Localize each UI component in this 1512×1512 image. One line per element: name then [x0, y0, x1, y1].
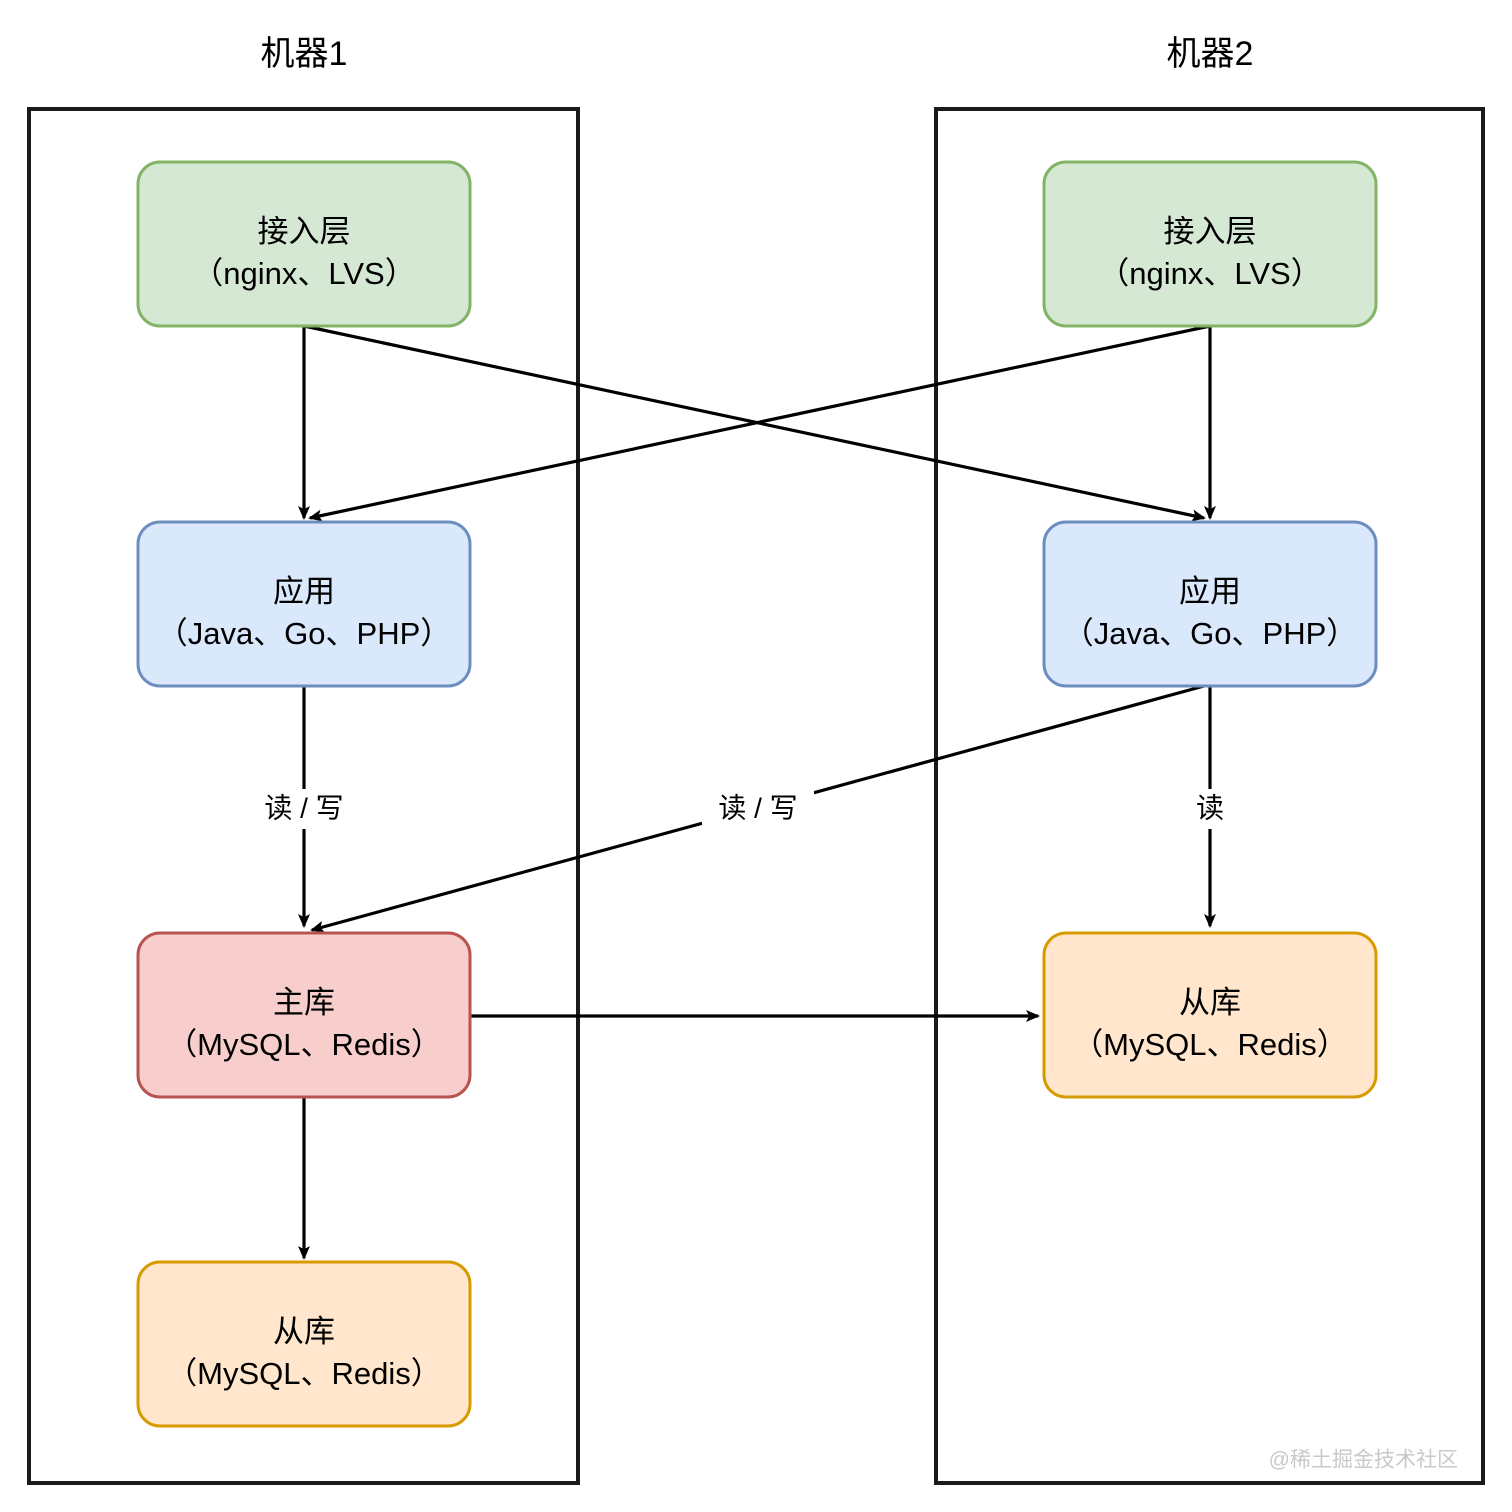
edge-label-bg-mid	[702, 789, 814, 829]
node-app-2[interactable]: 应用 （Java、Go、PHP）	[1042, 520, 1378, 688]
node-access-layer-2-box[interactable]	[1042, 160, 1378, 328]
node-access-layer-1-line1: 接入层	[258, 214, 351, 249]
node-app-2-line2: （Java、Go、PHP）	[1063, 616, 1358, 651]
node-app-1-line2: （Java、Go、PHP）	[157, 616, 452, 651]
node-app-1-line1: 应用	[273, 574, 335, 609]
node-app-1-box[interactable]	[136, 520, 472, 688]
node-slave-db-1-line2: （MySQL、Redis）	[166, 1356, 442, 1391]
edge-label-read-write-left: 读 / 写	[264, 792, 343, 823]
edge-label-bg-left	[248, 789, 360, 829]
node-slave-db-1-box[interactable]	[136, 1260, 472, 1428]
edge-label-bg-right	[1184, 789, 1236, 829]
node-access-layer-1-box[interactable]	[136, 160, 472, 328]
node-master-db-1-line2: （MySQL、Redis）	[166, 1027, 442, 1062]
node-app-2-line1: 应用	[1179, 574, 1241, 609]
edge-label-read-write-mid: 读 / 写	[718, 792, 797, 823]
node-app-2-box[interactable]	[1042, 520, 1378, 688]
node-access-layer-2-line2: （nginx、LVS）	[1098, 256, 1321, 291]
node-access-layer-2[interactable]: 接入层 （nginx、LVS）	[1042, 160, 1378, 328]
node-master-db-1[interactable]: 主库 （MySQL、Redis）	[136, 931, 472, 1099]
node-access-layer-1[interactable]: 接入层 （nginx、LVS）	[136, 160, 472, 328]
node-master-db-1-box[interactable]	[136, 931, 472, 1099]
node-slave-db-2-line2: （MySQL、Redis）	[1072, 1027, 1348, 1062]
node-slave-db-1[interactable]: 从库 （MySQL、Redis）	[136, 1260, 472, 1428]
watermark: @稀土掘金技术社区	[1269, 1449, 1458, 1472]
node-slave-db-1-line1: 从库	[273, 1314, 335, 1349]
node-slave-db-2-line1: 从库	[1179, 985, 1241, 1020]
edge-access2-to-app1	[308, 324, 1211, 522]
node-master-db-1-line1: 主库	[273, 985, 335, 1020]
node-access-layer-2-line1: 接入层	[1164, 214, 1257, 249]
node-slave-db-2-box[interactable]	[1042, 931, 1378, 1099]
edge-label-read-right: 读	[1196, 792, 1224, 823]
node-slave-db-2[interactable]: 从库 （MySQL、Redis）	[1042, 931, 1378, 1099]
machine-1-title: 机器1	[261, 35, 348, 73]
node-app-1[interactable]: 应用 （Java、Go、PHP）	[136, 520, 472, 688]
node-access-layer-1-line2: （nginx、LVS）	[192, 256, 415, 291]
machine-2-title: 机器2	[1167, 35, 1254, 73]
